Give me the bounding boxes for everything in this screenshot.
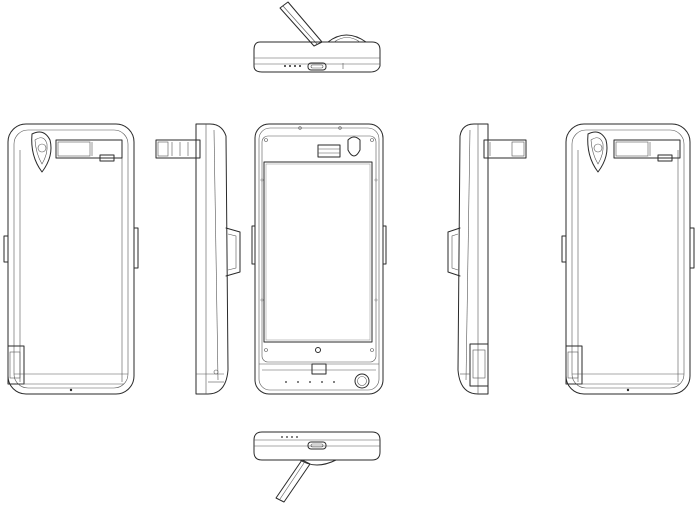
side-view-right xyxy=(447,123,527,395)
back-view-left xyxy=(3,123,139,395)
front-view xyxy=(251,123,387,395)
bottom-view xyxy=(253,431,381,503)
side-view-left xyxy=(155,123,241,395)
back-view-right xyxy=(561,123,695,395)
top-view xyxy=(253,1,381,73)
